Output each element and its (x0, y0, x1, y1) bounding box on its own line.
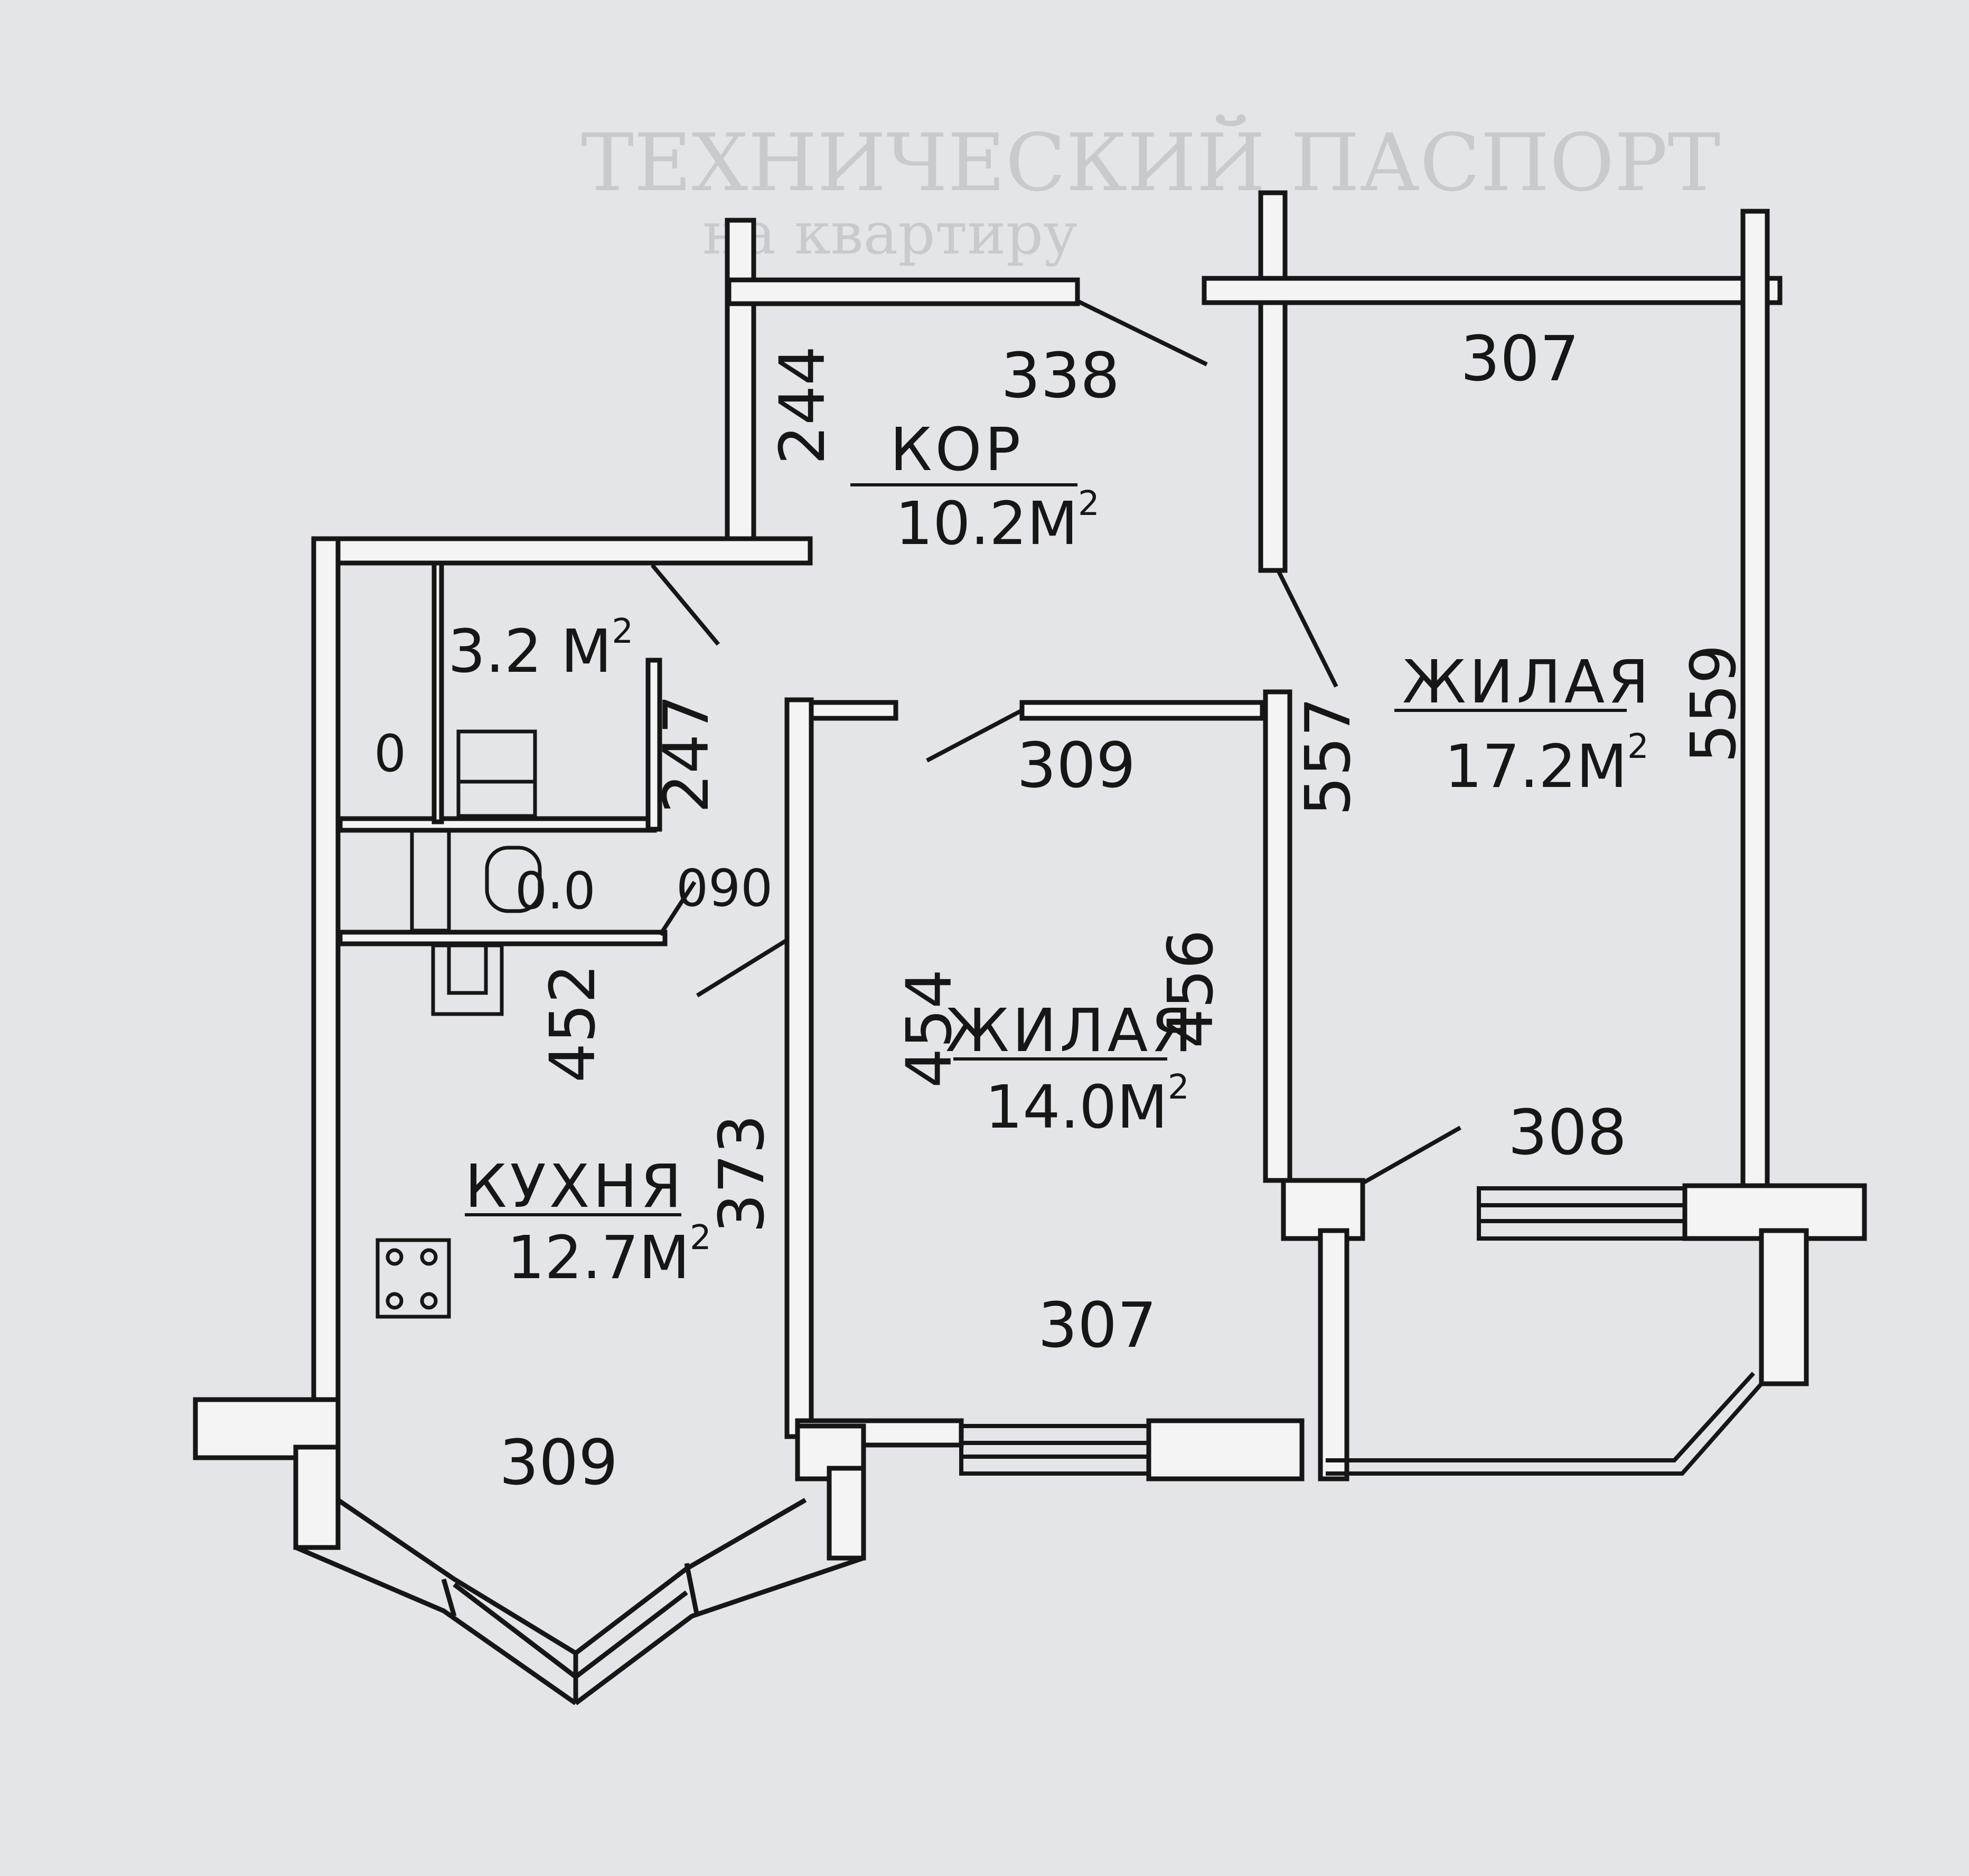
right-room-name: ЖИЛАЯ (1402, 648, 1652, 717)
toilet-icon (485, 846, 542, 913)
burner-2-icon (420, 1248, 438, 1266)
bay-joint-right (684, 1563, 700, 1617)
wall-kitchen-stub-drop (827, 1466, 866, 1561)
dim-balcony: 308 (1508, 1096, 1627, 1169)
dim-right-room-top: 307 (1460, 322, 1579, 395)
burner-3-icon (386, 1292, 404, 1310)
wall-kitchen-right (784, 697, 814, 1439)
wc-label: 0.0 (515, 861, 596, 921)
dim-kitchen-right: 373 (705, 1114, 778, 1233)
bay-wall-right-outer (574, 1555, 865, 1705)
windows (959, 1186, 1687, 1476)
stove-icon (376, 1238, 451, 1319)
door-right-room (1276, 569, 1338, 688)
walls (193, 190, 1867, 1561)
dim-right-room-left: 557 (1291, 697, 1364, 816)
bay-wall-left-outer (295, 1545, 577, 1705)
dim-middle-left: 454 (893, 969, 965, 1088)
door-wc (658, 880, 697, 936)
burner-1-icon (386, 1248, 404, 1266)
corridor-name: КОР (890, 416, 1024, 484)
kitchen-bay-window (295, 1498, 865, 1705)
wall-middle-top-right (1019, 700, 1265, 721)
wall-middle-bottom-right (1146, 1418, 1305, 1481)
door-bathroom (650, 564, 720, 646)
wall-right-room-top (1202, 276, 1783, 305)
middle-room-name: ЖИЛАЯ (945, 997, 1195, 1065)
bathtub-icon (456, 729, 537, 818)
bay-wall-left-inner (336, 1498, 577, 1655)
dim-middle-bottom: 307 (1038, 1289, 1157, 1362)
shaft-icon (410, 828, 451, 933)
kitchen-area: 12.7М2 (507, 1218, 711, 1292)
balcony-rail-inner (1326, 1372, 1755, 1462)
bay-glass-left (453, 1582, 577, 1679)
bay-joint-left (441, 1578, 457, 1617)
door-right-room-top (1076, 299, 1208, 367)
doors (650, 299, 1461, 1185)
bay-glass-right (574, 1590, 688, 1679)
dim-corridor-top: 338 (1001, 339, 1120, 412)
label-underlines (465, 483, 1627, 1216)
corridor-area: 10.2М2 (895, 484, 1100, 558)
balcony (1326, 1372, 1806, 1476)
background-title: ТЕХНИЧЕСКИЙ ПАСПОРТ (581, 114, 1721, 209)
wall-corridor-top (726, 277, 1080, 306)
wall-left-stub-drop (293, 1444, 341, 1550)
right-room-area: 17.2М2 (1445, 727, 1649, 801)
wall-wc-bottom (337, 930, 668, 946)
dim-corridor-left: 244 (766, 346, 839, 465)
wall-right-room-left (1258, 190, 1288, 573)
sink-icon (431, 943, 504, 1016)
dim-wc-door: 090 (676, 859, 773, 918)
wall-top-left (311, 536, 813, 566)
wall-bath-inner (432, 560, 444, 824)
background-subtitle: на квартиру (702, 200, 1077, 267)
dim-bath-right: 247 (650, 695, 723, 813)
wall-left-stub (193, 1397, 341, 1460)
wall-balcony-left (1318, 1228, 1349, 1481)
dim-middle-right: 456 (1154, 930, 1227, 1048)
middle-room-area: 14.0М2 (985, 1068, 1189, 1142)
kitchen-name: КУХНЯ (465, 1152, 685, 1221)
bath-marker: 0 (374, 724, 406, 783)
dim-right-room-right: 559 (1677, 644, 1750, 763)
bathroom-area: 3.2 М2 (448, 612, 633, 686)
dim-middle-top: 309 (1017, 729, 1136, 802)
wall-middle-right (1263, 689, 1292, 1183)
sink-basin-icon (447, 943, 488, 995)
door-balcony (1362, 1125, 1461, 1185)
wall-column-stub (1759, 1228, 1809, 1386)
door-middle-room (926, 708, 1023, 763)
window-right-room (1477, 1186, 1687, 1241)
wall-bath-right (645, 658, 662, 832)
door-kitchen (696, 938, 789, 998)
window-middle-room (959, 1424, 1151, 1476)
wall-corridor-left (725, 218, 756, 548)
burner-4-icon (420, 1292, 438, 1310)
dim-kitchen-upper: 452 (536, 964, 609, 1083)
wall-bath-mid (337, 816, 657, 833)
wall-left-outer (311, 536, 341, 1413)
balcony-rail-outer (1326, 1382, 1806, 1476)
wall-middle-top-left (809, 700, 898, 721)
fixtures (376, 729, 542, 1319)
dim-kitchen-bottom: 309 (499, 1426, 618, 1499)
